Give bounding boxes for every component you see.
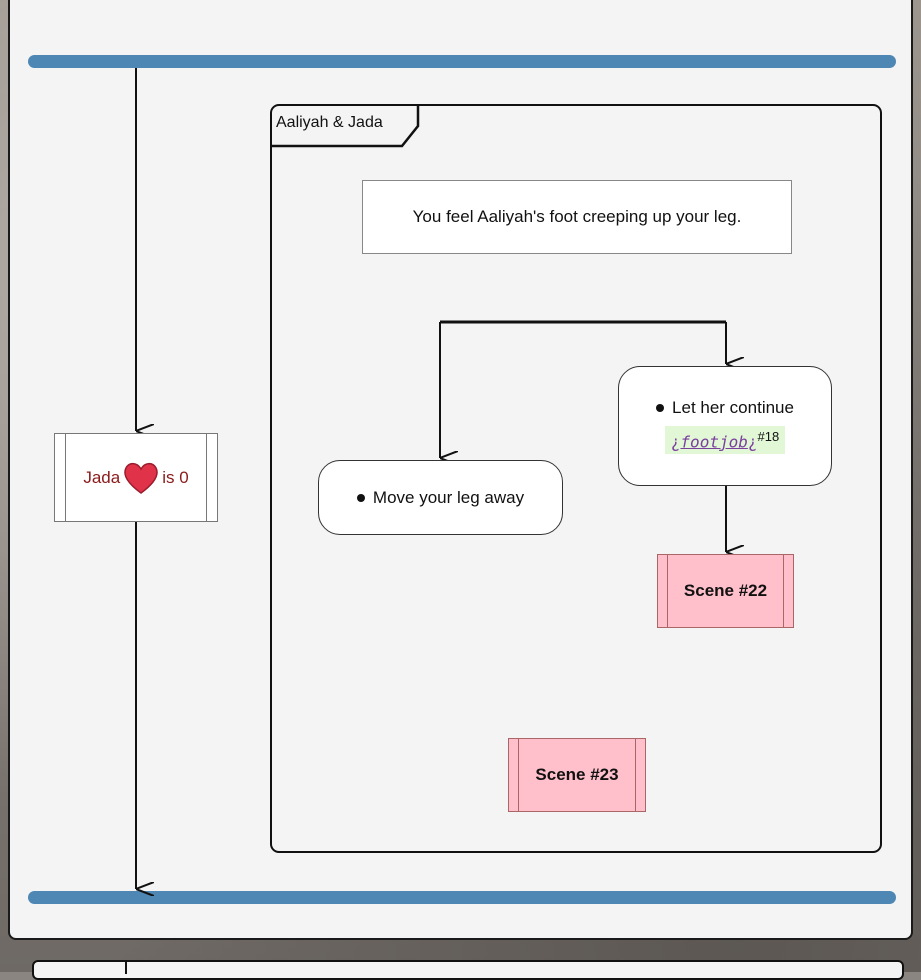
bullet-icon: [656, 404, 665, 413]
tag-label: ¿footjob¿#18: [664, 425, 786, 455]
tag-open: ¿: [670, 432, 681, 452]
scene-22-label: Scene #22: [683, 581, 768, 600]
bullet-icon: [356, 494, 365, 503]
join-bar-bottom: [28, 891, 896, 904]
note-text: You feel Aaliyah's foot creeping up your…: [412, 207, 742, 226]
heart-icon: [124, 462, 158, 494]
group-tab-outline: [272, 106, 420, 148]
tag-link[interactable]: footjob: [680, 432, 748, 452]
condition-suffix: is 0: [162, 467, 189, 487]
scene-23-box[interactable]: Scene #23: [508, 738, 646, 812]
condition-name: Jada: [83, 467, 121, 487]
next-panel-divider: [125, 960, 127, 974]
option-2-label: Let her continue: [672, 397, 794, 417]
group-label: Aaliyah & Jada: [276, 114, 383, 131]
option-move-leg[interactable]: Move your leg away: [318, 460, 563, 535]
next-panel: [32, 960, 904, 980]
scene-23-label: Scene #23: [535, 765, 619, 784]
tag-close: ¿: [747, 432, 758, 452]
option-1-label: Move your leg away: [372, 487, 525, 507]
option-let-her-continue[interactable]: Let her continue ¿footjob¿#18: [618, 366, 832, 486]
scene-22-box[interactable]: Scene #22: [657, 554, 794, 628]
group-frame: [270, 104, 882, 853]
note-box: You feel Aaliyah's foot creeping up your…: [362, 180, 792, 254]
tag-ref: #18: [757, 428, 780, 444]
condition-box: Jada is 0: [54, 433, 218, 522]
fork-bar-top: [28, 55, 896, 68]
